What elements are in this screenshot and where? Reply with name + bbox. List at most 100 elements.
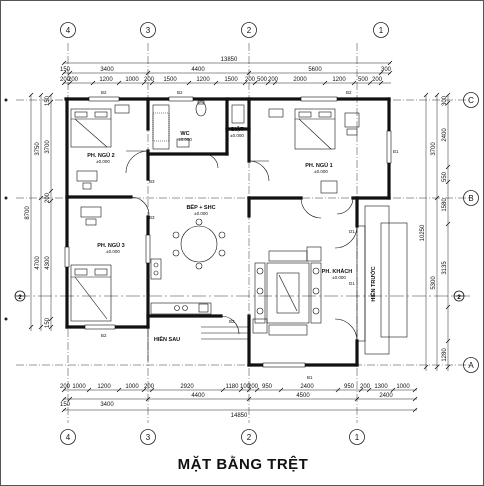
dim-bot-r1-3: 1200 <box>97 384 111 390</box>
dim-left-in-4: 4300 <box>45 256 51 270</box>
axis-bubble-3-top <box>140 22 156 38</box>
window-tag-5: B3 <box>149 179 155 184</box>
dim-bot-r1-6: 2920 <box>180 384 194 390</box>
dim-left-in-5: 150 <box>45 317 51 328</box>
axis-label-b: B <box>468 194 473 203</box>
level-tag-living: ±0.000 <box>332 275 346 280</box>
dim-bot-r1-5: 200 <box>144 384 155 390</box>
dim-right-in-2: 2400 <box>442 128 448 142</box>
window-tag-7: D1 <box>349 229 355 234</box>
dim-left-in-2: 3700 <box>45 140 51 154</box>
dim-right-mid-2: 5300 <box>431 276 437 290</box>
axis-bubble-1-bottom <box>349 429 365 445</box>
dim-left-mid-2: 4700 <box>35 256 41 270</box>
room-label-closet: GIẶT <box>230 126 244 133</box>
dim-top-r3-14: 500 <box>358 77 369 83</box>
dim-right-in-3: 550 <box>442 171 448 182</box>
room-label-front-porch: HIÊN TRƯỚC <box>369 266 377 301</box>
axis-label-1-bottom: 1 <box>355 433 360 442</box>
dim-bot-r2-2: 3400 <box>100 402 114 408</box>
dim-top-r3-4: 1000 <box>125 77 139 83</box>
window-tag-4: B1 <box>393 149 399 154</box>
section-marker-left: 2 <box>14 290 26 302</box>
dim-left-mid-1: 3750 <box>35 142 41 156</box>
dimension-lines <box>30 62 449 411</box>
axis-bubble-4-top <box>60 22 76 38</box>
window-tag-3: B2 <box>346 90 352 95</box>
dim-bot-r1-12: 950 <box>344 384 355 390</box>
section-marker-right-label: 2 <box>457 295 461 301</box>
room-label-living: PH. KHÁCH <box>322 268 353 275</box>
room-label-wc: WC <box>180 131 189 137</box>
dim-top-r3-2: 200 <box>68 77 79 83</box>
room-label-bedroom1: PH. NGỦ 1 <box>305 162 333 169</box>
dimension-ticks <box>28 60 451 413</box>
axis-bubble-c <box>463 92 479 108</box>
dim-left-in-3: 200 <box>45 192 51 203</box>
dim-bot-r1-8: 100 <box>240 384 251 390</box>
dim-right-in-5: 3135 <box>442 261 448 275</box>
bed-bedroom2 <box>70 108 112 148</box>
level-tag-closet: ±0.000 <box>230 133 244 138</box>
windows <box>64 96 392 368</box>
axis-label-2-bottom: 2 <box>247 433 252 442</box>
window-tag-10: B2 <box>229 319 235 324</box>
dim-bot-r2-1: 150 <box>60 402 71 408</box>
dim-bot-r1-15: 1000 <box>396 384 410 390</box>
axis-bubble-a <box>463 357 479 373</box>
dim-top-r3-12: 2000 <box>293 77 307 83</box>
dim-top-r3-3: 1200 <box>99 77 113 83</box>
dim-top-r3-13: 1200 <box>332 77 346 83</box>
dim-top-r2-2: 3400 <box>100 67 114 73</box>
dim-top-r3-6: 1500 <box>163 77 177 83</box>
dim-top-r2-4: 5600 <box>308 67 322 73</box>
dining-table <box>180 225 218 263</box>
dim-right-in-6: 1280 <box>442 348 448 362</box>
room-label-bedroom3: PH. NGỦ 3 <box>97 242 125 249</box>
axis-label-3-bottom: 3 <box>146 433 151 442</box>
room-label-bedroom2: PH. NGỦ 2 <box>87 152 115 159</box>
dim-bot-r1-14: 1300 <box>374 384 388 390</box>
axis-label-4-bottom: 4 <box>66 433 71 442</box>
dim-bot-r2-5: 2400 <box>379 393 393 399</box>
dim-top-r2-5: 300 <box>381 67 392 73</box>
coffee-table <box>276 272 300 314</box>
window-tag-9: B1 <box>307 375 313 380</box>
section-marker-right: 2 <box>453 290 465 302</box>
dim-top-r2-1: 150 <box>60 67 71 73</box>
axis-label-2-top: 2 <box>247 26 252 35</box>
dim-right-in-4: 1580 <box>442 198 448 212</box>
dim-bot-r1-13: 200 <box>360 384 371 390</box>
axis-bubble-3-bottom <box>140 429 156 445</box>
axis-label-c: C <box>468 96 474 105</box>
dim-bot-r2-3: 4400 <box>191 393 205 399</box>
coffee-table-frame <box>266 262 310 324</box>
dim-bot-overall: 14850 <box>231 413 248 419</box>
dim-top-r3-11: 200 <box>268 77 279 83</box>
dim-top-r3-10: 500 <box>257 77 268 83</box>
dim-bot-r1-10: 950 <box>262 384 273 390</box>
dim-right-outer: 10250 <box>420 224 426 241</box>
furniture <box>70 100 360 336</box>
dim-top-r3-15: 200 <box>372 77 383 83</box>
drawing-title: MẶT BẰNG TRỆT <box>177 456 309 473</box>
dim-bot-r1-1: 200 <box>60 384 71 390</box>
side-dots <box>4 98 8 321</box>
dim-left-in-1: 150 <box>45 95 51 106</box>
dim-bot-r1-2: 1000 <box>72 384 86 390</box>
dim-bot-r1-4: 1000 <box>125 384 139 390</box>
axis-label-4-top: 4 <box>66 26 71 35</box>
window-tag-6: B3 <box>149 215 155 220</box>
bed-bedroom1 <box>294 108 336 150</box>
front-porch <box>356 205 408 355</box>
level-tag-bedroom2: ±0.000 <box>96 159 110 164</box>
dim-bot-r1-7: 1180 <box>226 384 240 390</box>
axis-bubbles-top <box>60 22 479 445</box>
axis-bubble-2-top <box>241 22 257 38</box>
dim-top-r3-9: 200 <box>245 77 256 83</box>
window-tag-11: B2 <box>101 333 107 338</box>
dim-bot-r1-11: 2400 <box>300 384 314 390</box>
level-tag-bedroom1: ±0.000 <box>314 169 328 174</box>
